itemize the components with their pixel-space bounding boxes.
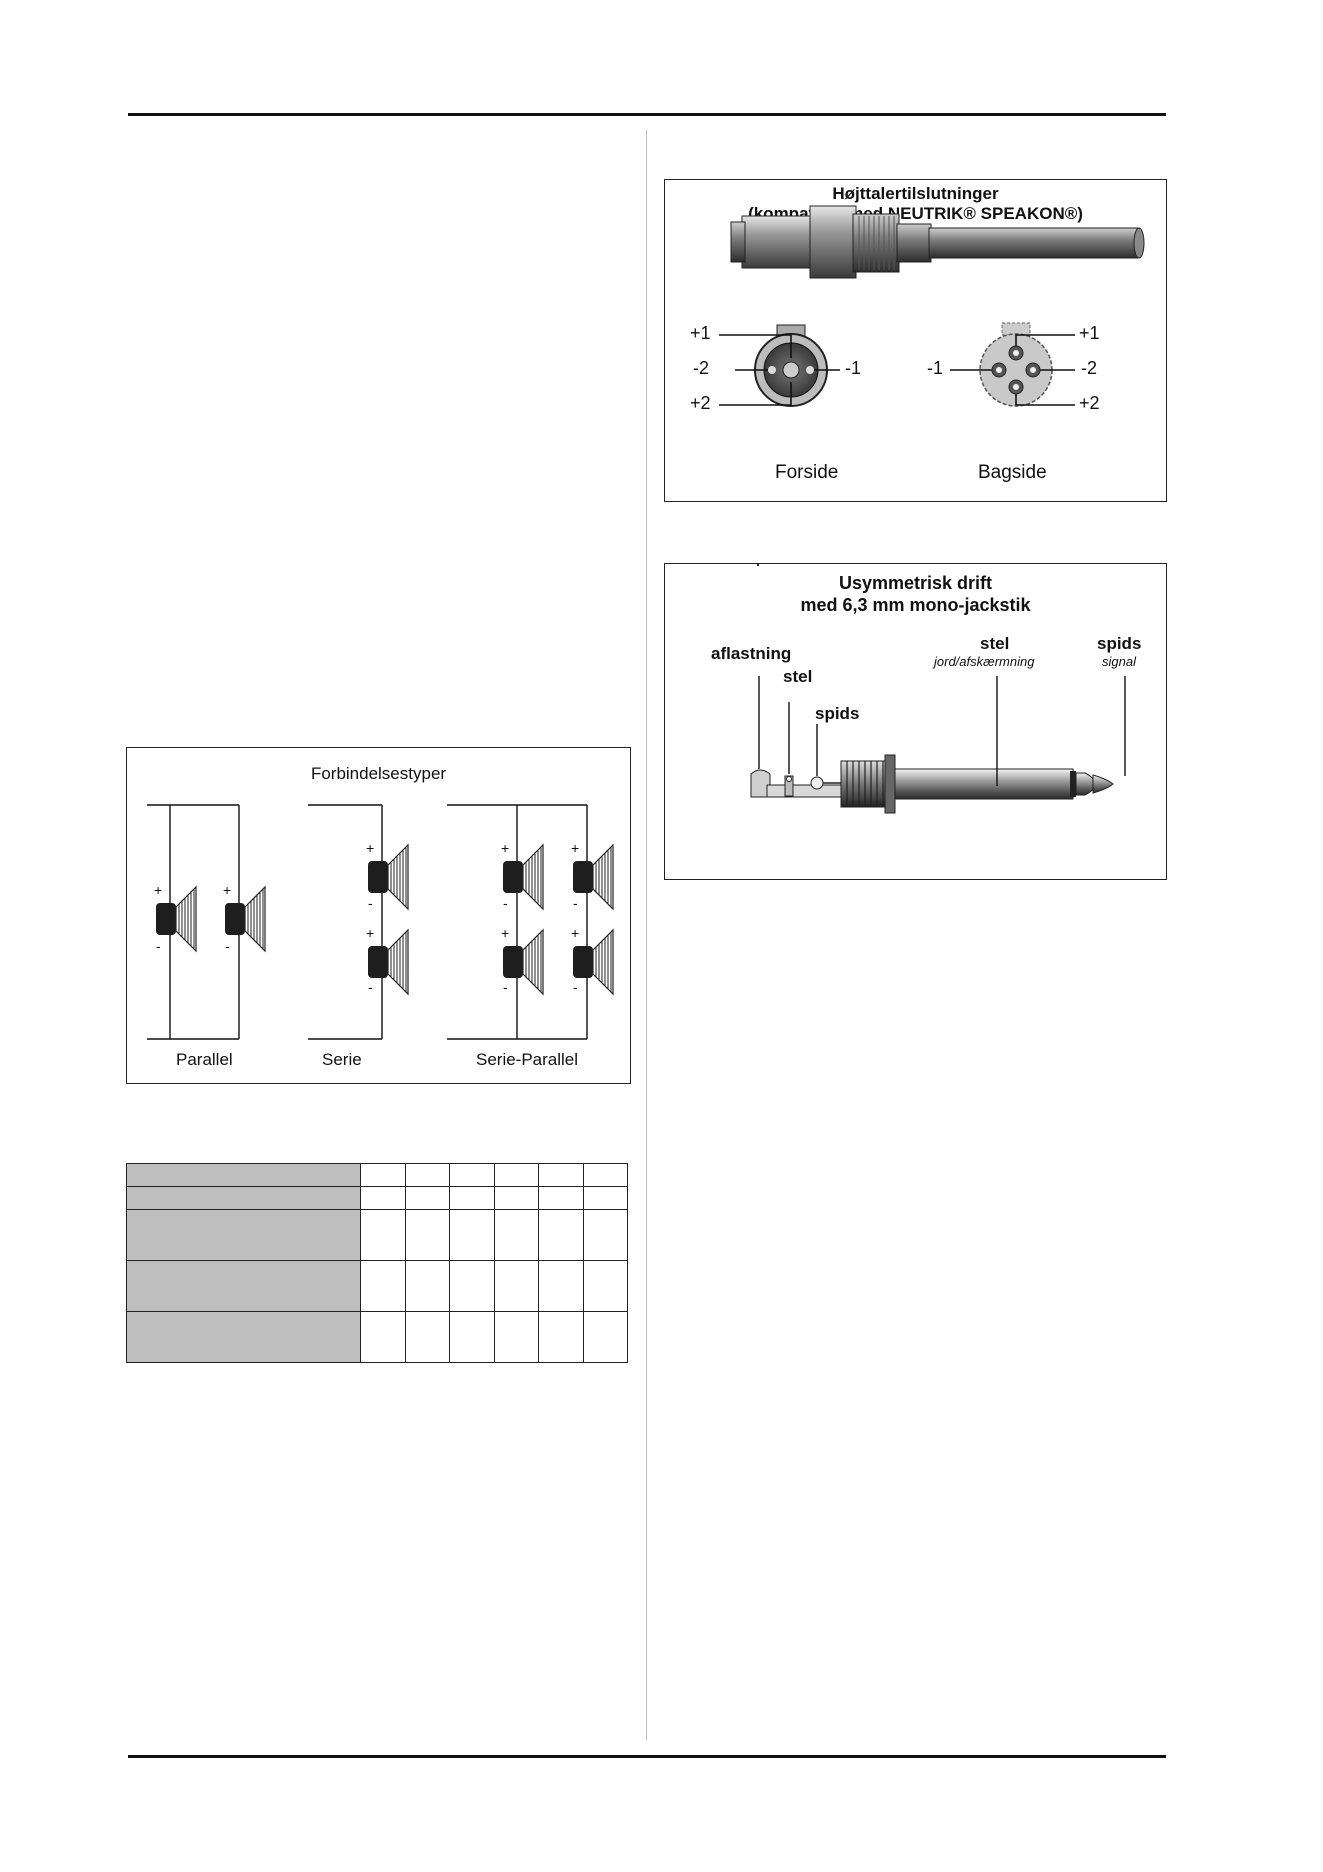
type-serie-parallel-label: Serie-Parallel [476, 1050, 579, 1069]
serie-2-plus: + [366, 925, 375, 941]
table-row [126, 1209, 628, 1261]
sp-3-minus: - [503, 979, 508, 995]
table-cell [126, 1311, 361, 1363]
serie-speakers [367, 844, 409, 995]
footer-rule [128, 1755, 1166, 1758]
table-cell [493, 1209, 539, 1261]
jack-callout-lines [758, 676, 1126, 786]
connection-types-figure: Forbindelsestyper [126, 747, 631, 1084]
table-row [126, 1163, 628, 1187]
label-spids-tip: spids [1097, 634, 1142, 653]
sp-4-plus: + [571, 925, 580, 941]
table-cell [582, 1311, 628, 1363]
parallel-1-plus: + [154, 882, 163, 898]
table-cell [493, 1163, 539, 1187]
table-cell [538, 1311, 584, 1363]
speakon-drawing [719, 205, 1145, 407]
table-cell [126, 1260, 361, 1312]
spec-table [126, 1163, 628, 1363]
table-cell [449, 1163, 495, 1187]
jack-title-line1: Usymmetrisk drift [838, 573, 993, 593]
sp-2-plus: + [571, 840, 580, 856]
back-minus2-label: -2 [1081, 358, 1098, 378]
parallel-speakers [155, 886, 266, 952]
table-cell [404, 1163, 450, 1187]
speakon-title-line1: Højttalertilslutninger [832, 184, 999, 203]
speakon-plug [730, 205, 1145, 279]
type-parallel-label: Parallel [176, 1050, 233, 1069]
sp-3-plus: + [501, 925, 510, 941]
table-cell [360, 1260, 406, 1312]
label-aflastning: aflastning [711, 644, 792, 663]
parallel-1-minus: - [156, 938, 161, 954]
table-cell [582, 1260, 628, 1312]
table-cell [360, 1311, 406, 1363]
back-plus1-label: +1 [1079, 323, 1100, 343]
sp-1-minus: - [503, 895, 508, 911]
jack-title-line2: med 6,3 mm mono-jackstik [800, 595, 1031, 615]
back-face-label: Bagside [978, 462, 1047, 483]
jack-plug [750, 754, 1114, 814]
column-divider [646, 130, 647, 1740]
connection-types-title: Forbindelsestyper [310, 764, 447, 783]
label-stel-sleeve-sub: jord/afskærmning [934, 654, 1035, 669]
sp-4-minus: - [573, 979, 578, 995]
table-cell [582, 1186, 628, 1210]
parallel-2-plus: + [223, 882, 232, 898]
table-cell [126, 1186, 361, 1210]
speakon-back-face [950, 322, 1075, 407]
table-row [126, 1186, 628, 1210]
jack-drawing [750, 564, 1114, 814]
front-plus1-label: +1 [690, 323, 711, 343]
table-cell [493, 1311, 539, 1363]
speakon-figure: Højttalertilslutninger (kompatibel med N… [664, 179, 1167, 502]
table-cell [449, 1186, 495, 1210]
sp-2-minus: - [573, 895, 578, 911]
serie-1-plus: + [366, 840, 375, 856]
table-row [126, 1311, 628, 1363]
table-row [126, 1260, 628, 1312]
back-minus1-label: -1 [927, 358, 944, 378]
table-cell [582, 1209, 628, 1261]
connection-types-drawing [147, 804, 614, 1040]
type-serie-label: Serie [322, 1050, 362, 1069]
label-spids-lug: spids [815, 704, 860, 723]
front-face-label: Forside [775, 462, 839, 483]
table-cell [449, 1311, 495, 1363]
table-cell [538, 1260, 584, 1312]
table-cell [493, 1260, 539, 1312]
table-cell [493, 1186, 539, 1210]
table-cell [404, 1260, 450, 1312]
label-stel-sleeve: stel [980, 634, 1010, 653]
label-spids-tip-sub: signal [1102, 654, 1136, 669]
table-cell [538, 1163, 584, 1187]
front-minus2-label: -2 [693, 358, 710, 378]
speakon-front-face [719, 324, 840, 407]
table-cell [404, 1186, 450, 1210]
front-minus1-label: -1 [845, 358, 862, 378]
header-rule [128, 113, 1166, 116]
table-cell [582, 1163, 628, 1187]
table-cell [404, 1209, 450, 1261]
table-cell [360, 1163, 406, 1187]
table-cell [449, 1260, 495, 1312]
front-plus2-label: +2 [690, 393, 711, 413]
sp-1-plus: + [501, 840, 510, 856]
table-cell [404, 1311, 450, 1363]
serie-parallel-speakers [502, 844, 614, 995]
parallel-2-minus: - [225, 938, 230, 954]
table-cell [360, 1186, 406, 1210]
serie-1-minus: - [368, 895, 373, 911]
jack-title: Usymmetrisk drift med 6,3 mm mono-jackst… [665, 572, 1166, 616]
table-cell [126, 1209, 361, 1261]
table-cell [360, 1209, 406, 1261]
table-cell [126, 1163, 361, 1187]
label-stel-lug: stel [783, 667, 813, 686]
table-cell [538, 1186, 584, 1210]
table-cell [538, 1209, 584, 1261]
back-plus2-label: +2 [1079, 393, 1100, 413]
serie-2-minus: - [368, 979, 373, 995]
jack-figure: Usymmetrisk drift med 6,3 mm mono-jackst… [664, 563, 1167, 880]
table-cell [449, 1209, 495, 1261]
